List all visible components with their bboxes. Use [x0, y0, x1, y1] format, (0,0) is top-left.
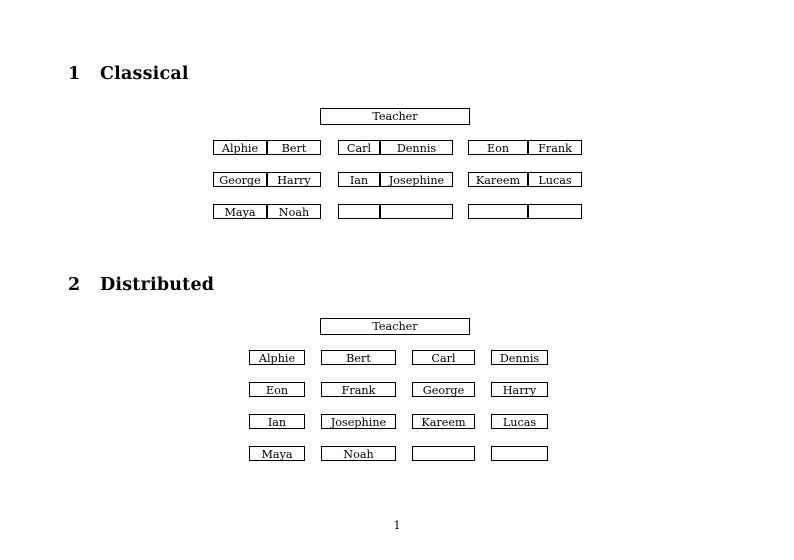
name-cell: Frank — [321, 382, 396, 397]
section-number: 1 — [68, 64, 81, 84]
section-number: 2 — [68, 275, 81, 295]
empty-name-cell — [528, 204, 582, 219]
empty-name-cell — [338, 204, 380, 219]
name-cell: Ian — [249, 414, 305, 429]
name-cell: Maya — [213, 204, 267, 219]
name-cell: Josephine — [321, 414, 396, 429]
teacher-box-classical: Teacher — [320, 108, 470, 125]
name-cell: George — [412, 382, 475, 397]
section-heading-classical: 1 Classical — [68, 64, 189, 84]
table-row: Ian Josephine — [338, 172, 453, 187]
section-heading-distributed: 2 Distributed — [68, 275, 215, 295]
table-row: Alphie Bert Carl Dennis — [249, 350, 548, 365]
section-title: Distributed — [100, 275, 215, 295]
empty-name-cell — [468, 204, 528, 219]
name-cell: Lucas — [528, 172, 582, 187]
table-row — [338, 204, 453, 219]
name-cell: Noah — [267, 204, 321, 219]
name-cell: Frank — [528, 140, 582, 155]
table-row: Carl Dennis — [338, 140, 453, 155]
name-cell: Noah — [321, 446, 396, 461]
table-row: Kareem Lucas — [468, 172, 582, 187]
empty-name-cell — [380, 204, 453, 219]
name-cell: Dennis — [380, 140, 453, 155]
name-cell: Alphie — [249, 350, 305, 365]
empty-name-cell — [491, 446, 548, 461]
table-row: Maya Noah — [249, 446, 548, 461]
name-cell: Alphie — [213, 140, 267, 155]
table-row: Alphie Bert — [213, 140, 321, 155]
name-cell: Bert — [321, 350, 396, 365]
name-cell: Harry — [491, 382, 548, 397]
table-row: Ian Josephine Kareem Lucas — [249, 414, 548, 429]
table-row: George Harry — [213, 172, 321, 187]
name-cell: Harry — [267, 172, 321, 187]
name-cell: Eon — [249, 382, 305, 397]
table-row: Eon Frank George Harry — [249, 382, 548, 397]
name-cell: Eon — [468, 140, 528, 155]
empty-name-cell — [412, 446, 475, 461]
name-cell: Bert — [267, 140, 321, 155]
name-cell: Ian — [338, 172, 380, 187]
name-cell: George — [213, 172, 267, 187]
name-cell: Kareem — [412, 414, 475, 429]
table-row: Maya Noah — [213, 204, 321, 219]
table-row — [468, 204, 582, 219]
name-cell: Maya — [249, 446, 305, 461]
section-title: Classical — [100, 64, 189, 84]
name-cell: Carl — [338, 140, 380, 155]
name-cell: Lucas — [491, 414, 548, 429]
page-number: 1 — [393, 519, 401, 532]
name-cell: Kareem — [468, 172, 528, 187]
name-cell: Josephine — [380, 172, 453, 187]
teacher-box-distributed: Teacher — [320, 318, 470, 335]
table-row: Eon Frank — [468, 140, 582, 155]
name-cell: Dennis — [491, 350, 548, 365]
name-cell: Carl — [412, 350, 475, 365]
